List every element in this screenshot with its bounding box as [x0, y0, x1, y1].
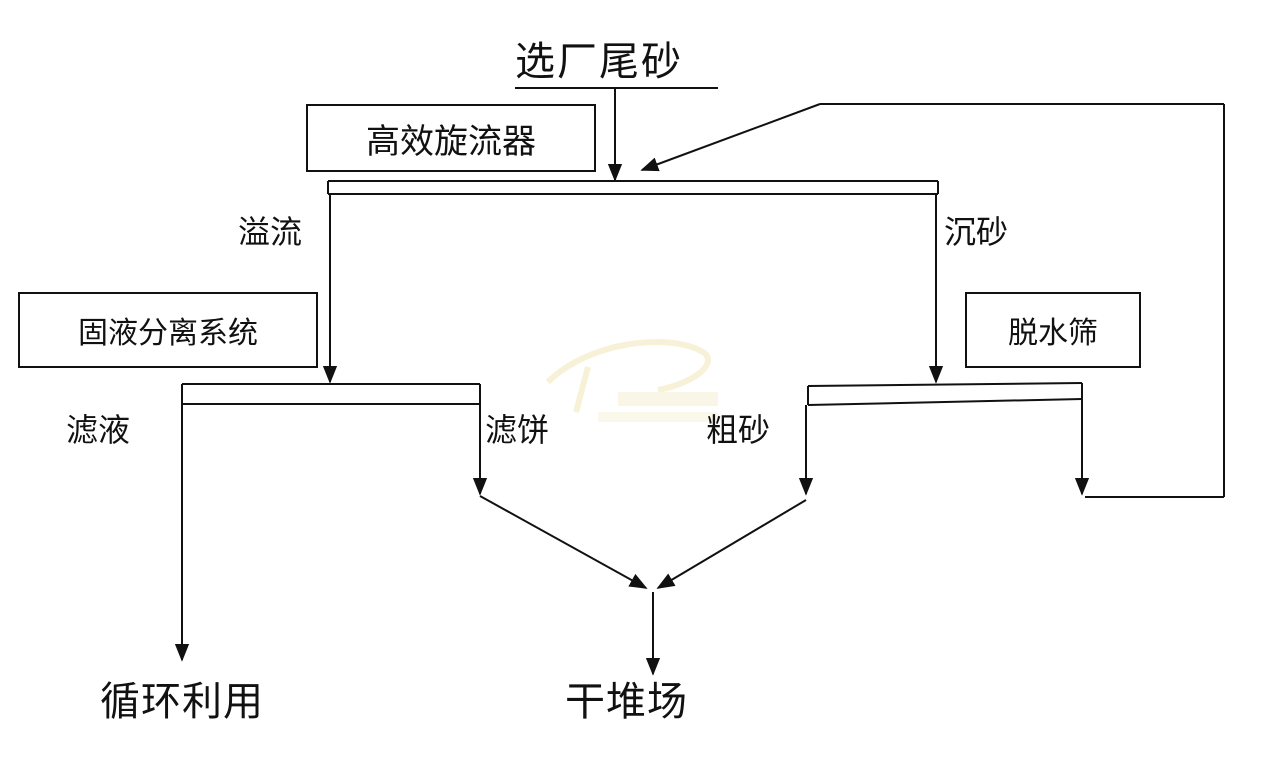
- cake-to-stack-arrow: [479, 495, 648, 589]
- cyclone-box: 高效旋流器: [306, 104, 596, 172]
- recycle-arrow: [640, 103, 821, 172]
- sand-to-stack-arrow: [656, 499, 807, 589]
- watermark-logo: [545, 339, 718, 422]
- overflow-label: 溢流: [238, 213, 303, 251]
- page-title: 选厂尾砂: [515, 39, 683, 85]
- dewatering-screen-label: 脱水筛: [1008, 316, 1098, 351]
- underflow-label: 沉砂: [944, 213, 1009, 251]
- filter-cake-label: 滤饼: [485, 411, 550, 449]
- recycle-label: 循环利用: [100, 679, 264, 725]
- solid-liquid-box: 固液分离系统: [18, 292, 318, 368]
- screen-bar-bottom: [807, 398, 1083, 406]
- filtrate-label: 滤液: [66, 411, 131, 449]
- coarse-sand-label: 粗砂: [706, 411, 771, 449]
- screen-bar-top: [807, 382, 1083, 387]
- dewatering-screen-box: 脱水筛: [965, 292, 1141, 368]
- dry-stack-label: 干堆场: [565, 679, 688, 725]
- cyclone-label: 高效旋流器: [366, 121, 536, 162]
- solid-liquid-label: 固液分离系统: [78, 316, 258, 351]
